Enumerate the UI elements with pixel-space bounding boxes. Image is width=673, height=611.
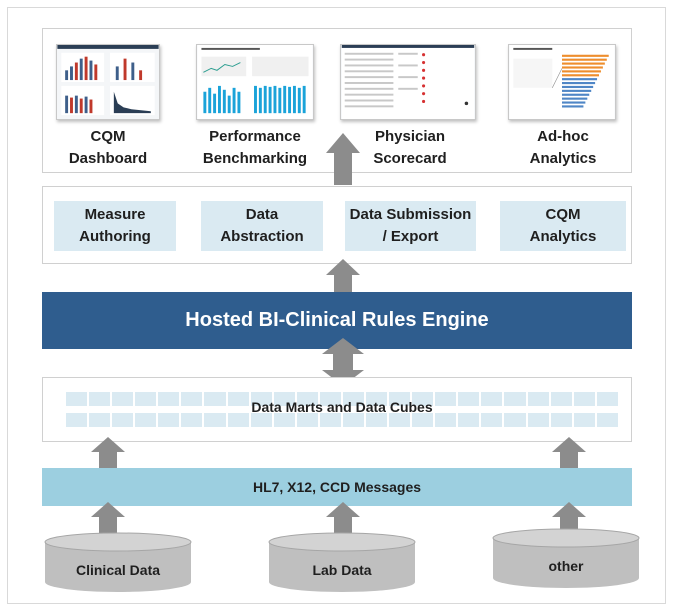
ad-hoc-analytics-thumbnail	[508, 44, 616, 120]
output-label-physician-scorecard: Physician Scorecard	[373, 128, 447, 167]
data-mart-cells-top	[66, 392, 618, 406]
performance-benchmarking-thumbnail	[196, 44, 314, 120]
messages-bar: HL7, X12, CCD Messages	[42, 468, 632, 506]
source-lab-data: Lab Data	[268, 532, 416, 594]
source-other: other	[492, 528, 640, 590]
up-arrow-icon	[91, 502, 125, 536]
up-arrow-icon	[326, 259, 360, 293]
bidirectional-arrow-icon	[322, 338, 364, 386]
source-clinical-data: Clinical Data	[44, 532, 192, 594]
data-marts-label: Data Marts and Data Cubes	[251, 399, 433, 415]
rules-engine-bar: Hosted BI-Clinical Rules Engine	[42, 292, 632, 349]
physician-scorecard-thumbnail	[340, 44, 476, 120]
service-data-submission-export: Data Submission / Export	[345, 201, 476, 251]
source-label-clinical-data: Clinical Data	[75, 562, 161, 578]
data-mart-cells-bottom	[66, 413, 618, 427]
source-label-other: other	[548, 558, 584, 574]
diagram-frame	[7, 7, 666, 604]
up-arrow-icon	[552, 502, 586, 536]
data-marts-panel	[42, 377, 632, 442]
database-icon	[492, 528, 640, 588]
up-arrow-icon	[552, 437, 586, 470]
up-arrow-icon	[326, 133, 360, 185]
service-cqm-analytics: CQM Analytics	[500, 201, 626, 251]
output-label-cqm-dashboard: CQM Dashboard	[68, 128, 148, 167]
source-label-lab-data: Lab Data	[312, 562, 372, 578]
output-label-ad-hoc-analytics: Ad-hoc Analytics	[529, 128, 597, 167]
cqm-dashboard-thumbnail	[56, 44, 160, 120]
up-arrow-icon	[326, 502, 360, 536]
up-arrow-icon	[91, 437, 125, 470]
database-icon	[268, 532, 416, 592]
output-label-performance-benchmarking: Performance Benchmarking	[202, 128, 308, 167]
service-measure-authoring: Measure Authoring	[54, 201, 176, 251]
service-data-abstraction: Data Abstraction	[201, 201, 323, 251]
database-icon	[44, 532, 192, 592]
